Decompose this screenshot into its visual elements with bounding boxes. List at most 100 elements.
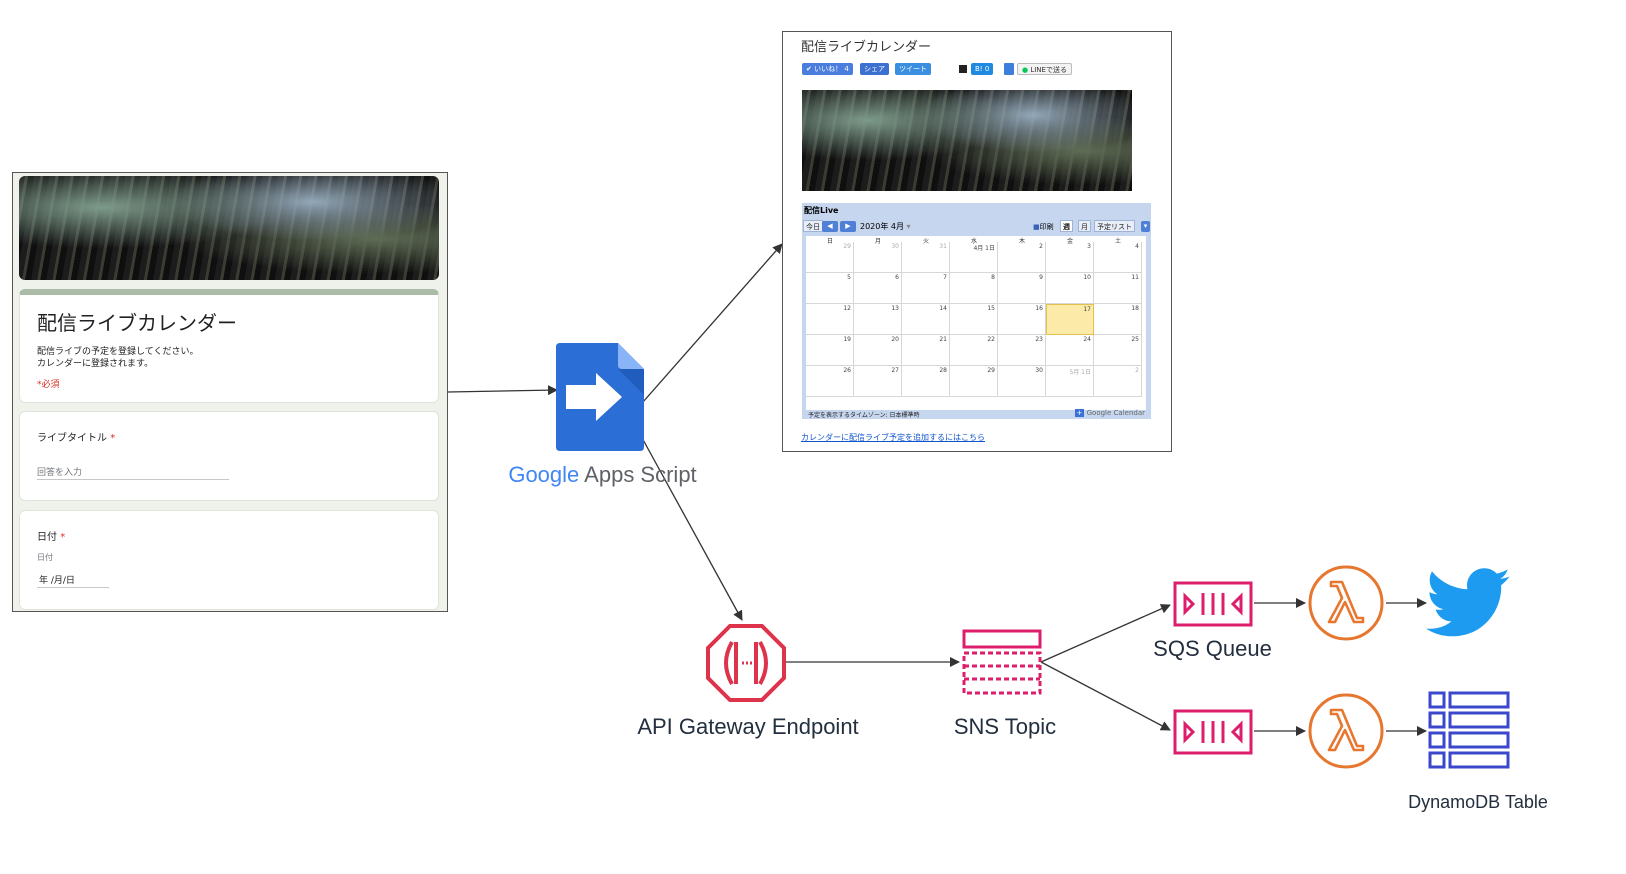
day-number: 11: [1131, 274, 1139, 281]
calendar-day-cell[interactable]: 12: [806, 304, 854, 335]
calendar-day-cell[interactable]: 9: [998, 273, 1046, 304]
like-button[interactable]: ✔ いいね！ 4: [802, 63, 853, 75]
sqs-queue-icon: [1173, 581, 1253, 627]
sqs-queue-label: SQS Queue: [1153, 636, 1272, 661]
calendar-day-cell[interactable]: 25: [1094, 335, 1142, 366]
calendar-day-cell[interactable]: 29: [950, 366, 998, 397]
answer-input[interactable]: 回答を入力: [37, 468, 83, 478]
calendar-day-cell[interactable]: 20: [854, 335, 902, 366]
print-button[interactable]: ■印刷: [1033, 222, 1054, 232]
calendar-day-cell[interactable]: 10: [1046, 273, 1094, 304]
calendar-day-cell[interactable]: 30: [854, 242, 902, 273]
day-number: 30: [1035, 367, 1043, 374]
form-description-line2: カレンダーに登録されます。: [37, 359, 154, 369]
add-event-link[interactable]: カレンダーに配信ライブ予定を追加するにはこちら: [801, 433, 985, 442]
calendar-day-cell[interactable]: 5: [806, 273, 854, 304]
month-label[interactable]: 2020年 4月 ▾: [860, 221, 911, 232]
arrow-sns-to-sqs-bottom: [1040, 661, 1171, 731]
arrow-sns-to-sqs-top: [1040, 604, 1171, 663]
day-number: 25: [1131, 336, 1139, 343]
date-input[interactable]: 年 /月/日: [39, 576, 75, 586]
pocket-icon[interactable]: [1004, 63, 1014, 75]
day-number: 5月 1日: [1069, 369, 1091, 376]
weekday-header: 金: [1066, 238, 1073, 245]
calendar-day-cell[interactable]: 21: [902, 335, 950, 366]
calendar-day-cell[interactable]: 24: [1046, 335, 1094, 366]
day-number: 13: [891, 305, 899, 312]
tab-week[interactable]: 週: [1060, 220, 1073, 232]
calendar-day-cell[interactable]: 2: [998, 242, 1046, 273]
day-number: 7: [943, 274, 947, 281]
question-label: 日付 *: [37, 528, 65, 543]
calendar-day-cell[interactable]: 22: [950, 335, 998, 366]
calendar-menu-button[interactable]: ▾: [1141, 221, 1150, 232]
calendar-day-cell[interactable]: 13: [854, 304, 902, 335]
day-number: 26: [843, 367, 851, 374]
tab-month[interactable]: 月: [1078, 220, 1091, 232]
calendar-day-cell[interactable]: 29: [806, 242, 854, 273]
prev-month-button[interactable]: ◀: [822, 221, 838, 232]
concert-banner-image: [802, 90, 1132, 191]
form-header-card: 配信ライブカレンダー 配信ライブの予定を登録してください。 カレンダーに登録され…: [19, 289, 439, 403]
weekday-header: 月: [874, 238, 881, 245]
calendar-day-cell[interactable]: 23: [998, 335, 1046, 366]
calendar-day-cell[interactable]: 14: [902, 304, 950, 335]
day-number: 8: [991, 274, 995, 281]
day-number: 18: [1131, 305, 1139, 312]
form-title: 配信ライブカレンダー: [37, 311, 237, 335]
weekday-header: 水: [970, 238, 977, 245]
calendar-day-cell[interactable]: 30: [998, 366, 1046, 397]
required-star: *: [110, 433, 116, 444]
day-number: 2: [1039, 243, 1043, 250]
calendar-day-cell[interactable]: 19: [806, 335, 854, 366]
share-site-icon[interactable]: [959, 65, 967, 73]
google-wordmark: Google: [508, 462, 580, 487]
calendar-day-cell[interactable]: 4: [1094, 242, 1142, 273]
day-number: 9: [1039, 274, 1043, 281]
calendar-day-cell[interactable]: 15: [950, 304, 998, 335]
dynamodb-table-label: DynamoDB Table: [1408, 792, 1548, 812]
tweet-button[interactable]: ツイート: [895, 63, 931, 75]
next-month-button[interactable]: ▶: [840, 221, 856, 232]
share-button[interactable]: シェア: [860, 63, 889, 75]
calendar-day-cell[interactable]: 11: [1094, 273, 1142, 304]
calendar-day-cell[interactable]: 17: [1046, 304, 1094, 335]
calendar-day-cell[interactable]: 3: [1046, 242, 1094, 273]
calendar-day-cell[interactable]: 31: [902, 242, 950, 273]
chevron-down-icon: ▾: [1143, 222, 1148, 230]
calendar-day-cell[interactable]: 4月 1日: [950, 242, 998, 273]
calendar-day-cell[interactable]: 6: [854, 273, 902, 304]
day-number: 27: [891, 367, 899, 374]
day-number: 21: [939, 336, 947, 343]
day-number: 24: [1083, 336, 1091, 343]
calendar-day-cell[interactable]: 8: [950, 273, 998, 304]
calendar-day-cell[interactable]: 18: [1094, 304, 1142, 335]
calendar-day-cell[interactable]: 28: [902, 366, 950, 397]
hatena-button[interactable]: B! 0: [971, 63, 994, 75]
required-star: *: [60, 532, 66, 543]
dynamodb-table-icon: [1428, 691, 1510, 769]
calendar-day-cell[interactable]: 16: [998, 304, 1046, 335]
day-number: 15: [987, 305, 995, 312]
calendar-day-cell[interactable]: 7: [902, 273, 950, 304]
day-number: 17: [1083, 306, 1091, 313]
month-label-text: 2020年 4月: [860, 222, 904, 231]
calendar-day-cell[interactable]: 5月 1日: [1046, 366, 1094, 397]
question-card-title: ライブタイトル * 回答を入力: [19, 411, 439, 501]
calendar-day-cell[interactable]: 26: [806, 366, 854, 397]
day-number: 5: [847, 274, 851, 281]
line-share-label: LINEで送る: [1030, 66, 1067, 74]
page-title: 配信ライブカレンダー: [801, 40, 932, 55]
question-label-text: ライブタイトル: [37, 433, 107, 444]
calendar-day-cell[interactable]: 27: [854, 366, 902, 397]
line-share-button[interactable]: ● LINEで送る: [1017, 63, 1072, 75]
sns-topic-label: SNS Topic: [953, 714, 1057, 739]
google-calendar-badge[interactable]: + Google Calendar: [1074, 409, 1145, 417]
today-button[interactable]: 今日: [803, 220, 823, 232]
weekday-header: 木: [1018, 238, 1025, 245]
calendar-day-cell[interactable]: 2: [1094, 366, 1142, 397]
timezone-note: 予定を表示するタイムゾーン: 日本標準時: [808, 412, 920, 419]
tab-agenda[interactable]: 予定リスト: [1094, 220, 1135, 232]
lambda-icon: [1308, 565, 1384, 641]
